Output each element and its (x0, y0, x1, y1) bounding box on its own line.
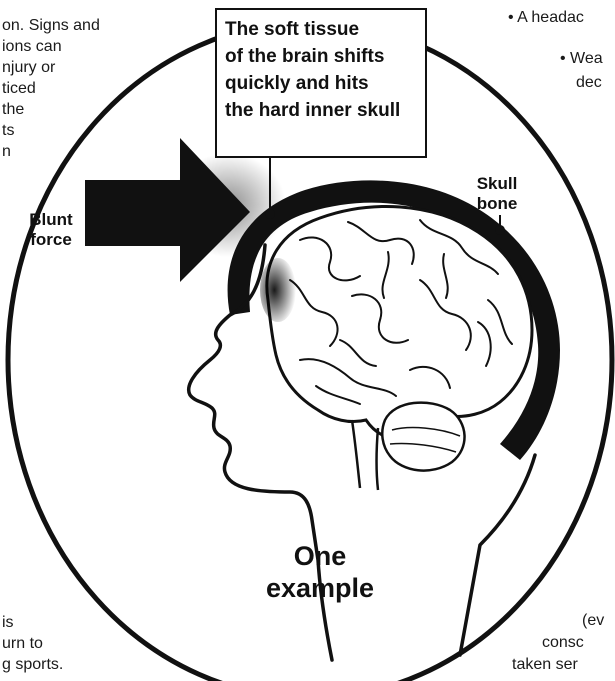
left-text-line: n (2, 141, 11, 162)
left-text-line: urn to (2, 633, 43, 654)
left-text-line: njury or (2, 57, 55, 78)
callout-line: the hard inner skull (225, 97, 417, 124)
blunt-force-label: Blunt force (22, 210, 80, 250)
contusion-shading (260, 258, 296, 322)
brain-outline (267, 206, 532, 440)
right-text-line: consc (542, 632, 584, 653)
right-text-line: • A headac (508, 7, 584, 28)
callout-pointer-dot (265, 209, 275, 219)
callout-box: The soft tissue of the brain shifts quic… (215, 8, 427, 158)
callout-line: quickly and hits (225, 70, 417, 97)
left-text-line: on. Signs and (2, 15, 100, 36)
left-text-line: ts (2, 120, 14, 141)
right-text-line: dec (576, 72, 602, 93)
right-text-line: (ev (582, 610, 604, 631)
cerebellum (382, 403, 464, 471)
callout-line: The soft tissue (225, 16, 417, 43)
one-example-label: One example (260, 540, 380, 604)
right-text-line: • Wea (560, 48, 603, 69)
right-text-line: taken ser (512, 654, 578, 675)
callout-line: of the brain shifts (225, 43, 417, 70)
skull-bone-label: Skull bone (466, 174, 528, 214)
skull-pointer-dot (495, 225, 505, 235)
left-text-line: g sports. (2, 654, 63, 675)
left-text-line: ions can (2, 36, 62, 57)
left-text-line: is (2, 612, 14, 633)
left-text-line: the (2, 99, 24, 120)
left-text-line: ticed (2, 78, 36, 99)
